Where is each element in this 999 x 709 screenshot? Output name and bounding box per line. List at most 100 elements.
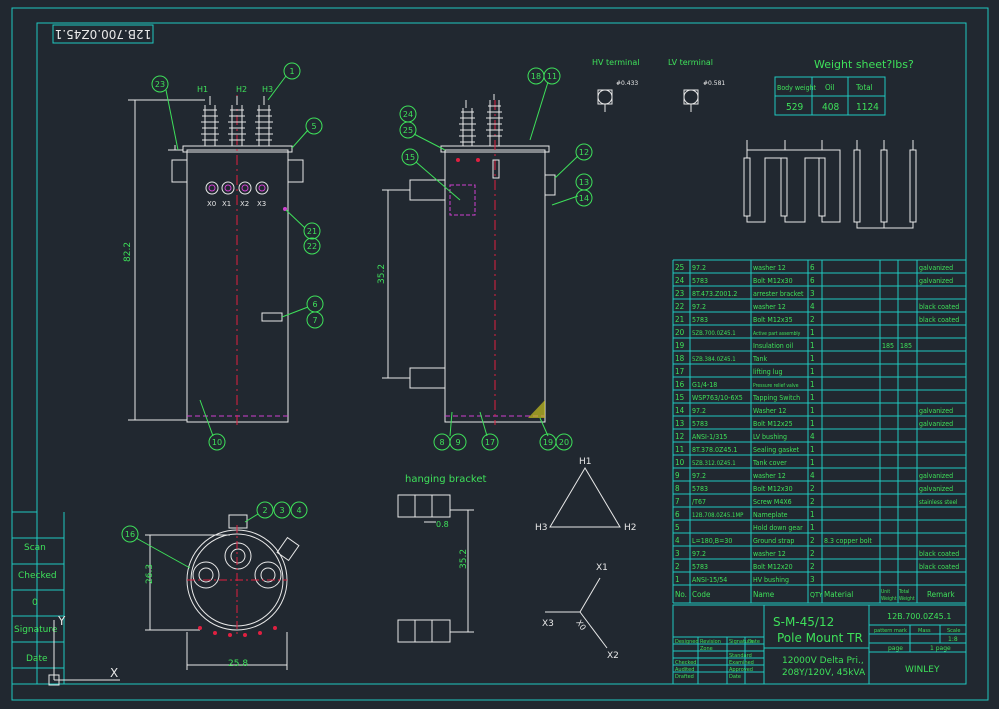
bom-cell-r13-c3: 1 <box>810 419 815 428</box>
lv-terminal-sub: #0.581 <box>703 80 725 87</box>
bom-header-0: No. <box>675 590 687 599</box>
bom-cell-r21-c0: 21 <box>675 315 684 324</box>
bom-cell-r13-c0: 13 <box>675 419 684 428</box>
bom-cell-r15-c3: 1 <box>810 393 815 402</box>
side-view: 35.2 <box>377 94 556 425</box>
bom-cell-r5-c3: 1 <box>810 523 815 532</box>
sign-checked: Checked <box>675 660 696 666</box>
bom-cell-r9-c1: 97.2 <box>692 472 706 480</box>
bom-cell-r19-c0: 19 <box>675 341 685 350</box>
weight-total: 1124 <box>856 102 879 113</box>
title-pages: 1 page <box>930 645 951 652</box>
bom-cell-r3-c2: washer 12 <box>753 550 786 558</box>
bom-cell-r13-c7: galvanized <box>919 420 953 428</box>
bom-cell-r23-c1: 8T.473.Z001.2 <box>692 290 737 298</box>
bom-cell-r13-c2: Bolt M12x25 <box>753 420 793 428</box>
bom-cell-r4-c2: Ground strap <box>753 537 794 545</box>
bom-cell-r1-c2: HV bushing <box>753 576 789 584</box>
balloon-16: 16 <box>125 530 135 539</box>
sign-col-revision: Revision <box>700 639 721 645</box>
weight-hdr-body: Body weight <box>777 84 817 92</box>
weight-hdr-oil: Oil <box>825 83 835 92</box>
sign-col-zone: Zone <box>700 646 713 652</box>
balloon-20: 20 <box>559 438 569 447</box>
bom-cell-r21-c7: black coated <box>919 316 959 324</box>
bom-cell-r16-c0: 16 <box>675 380 685 389</box>
bom-cell-r13-c1: 5783 <box>692 420 708 428</box>
bom-cell-r19-c5: 185 <box>882 342 894 350</box>
hanging-bracket-label: hanging bracket <box>405 474 486 485</box>
bom-cell-r15-c2: Tapping Switch <box>752 394 800 402</box>
top-dim-width: 25.8 <box>228 659 248 669</box>
delta-h2: H2 <box>624 523 637 533</box>
bom-cell-r9-c2: washer 12 <box>753 472 786 480</box>
bom-cell-r23-c3: 3 <box>810 289 815 298</box>
bom-grid <box>672 259 967 604</box>
lv-x1: X1 <box>222 200 231 208</box>
bom-cell-r6-c0: 6 <box>675 510 680 519</box>
svg-text:Y: Y <box>57 614 66 628</box>
title-scale-label: Scale <box>947 628 960 634</box>
drawing-number-box: 12B.700.0Z45.1 <box>52 24 154 44</box>
bom-cell-r17-c2: lifting lug <box>753 368 783 376</box>
balloon-10: 10 <box>212 438 222 447</box>
bom-cell-r3-c3: 2 <box>810 549 815 558</box>
lv-x3: X3 <box>257 200 266 208</box>
bom-cell-r12-c3: 4 <box>810 432 815 441</box>
hanging-bracket <box>397 494 474 643</box>
bom-cell-r20-c3: 1 <box>810 328 815 337</box>
bom-cell-r14-c1: 97.2 <box>692 407 706 415</box>
bom-cell-r22-c0: 22 <box>675 302 684 311</box>
bom-cell-r4-c1: L=180,B=30 <box>692 537 732 545</box>
title-company: WINLEY <box>905 665 940 675</box>
bom-cell-r22-c2: washer 12 <box>753 303 786 311</box>
bom-cell-r7-c3: 2 <box>810 497 815 506</box>
front-height-dim: 82.2 <box>123 242 133 262</box>
delta-symbol <box>549 467 621 528</box>
wye-symbol <box>545 577 608 649</box>
balloon-15: 15 <box>405 153 415 162</box>
balloon-23: 23 <box>155 80 165 89</box>
winding-schematic <box>743 140 917 229</box>
bushing-h1: H1 <box>197 85 208 94</box>
bom-cell-r15-c1: WSP763/10-6X5 <box>692 394 743 402</box>
title-spec2: 208Y/120V, 45kVA <box>782 668 866 678</box>
bom-header-6-1: Weight <box>899 596 915 602</box>
wye-x1: X1 <box>596 563 608 573</box>
wye-x2: X2 <box>607 651 619 661</box>
wye-x3: X3 <box>542 619 554 629</box>
svg-text:X: X <box>110 666 118 680</box>
bom-cell-r9-c7: galvanized <box>919 472 953 480</box>
signature-label: Signature <box>14 625 58 635</box>
bom-cell-r9-c3: 4 <box>810 471 815 480</box>
bom-cell-r7-c1: /T67 <box>692 498 706 506</box>
balloon-12: 12 <box>579 148 589 157</box>
bom-cell-r17-c3: 1 <box>810 367 815 376</box>
title-code: 12B.700.0Z45.1 <box>887 612 951 621</box>
balloon-21: 21 <box>307 227 317 236</box>
bom-cell-r12-c2: LV bushing <box>753 433 787 441</box>
side-balloons <box>399 67 593 451</box>
bom-header-3: QTY <box>810 591 823 599</box>
bushing-h2: H2 <box>236 85 247 94</box>
bom-cell-r19-c3: 1 <box>810 341 815 350</box>
bom-cell-r25-c7: galvanized <box>919 264 953 272</box>
bom-cell-r22-c1: 97.2 <box>692 303 706 311</box>
bom-cell-r20-c1: 5ZB.700.0Z45.1 <box>692 330 736 337</box>
sign-approved: Approved <box>729 667 753 673</box>
bom-cell-r25-c2: washer 12 <box>753 264 786 272</box>
bom-cell-r25-c3: 6 <box>810 263 815 272</box>
side-dim: 35.2 <box>377 264 387 284</box>
balloon-9: 9 <box>455 438 460 447</box>
bom-cell-r1-c3: 3 <box>810 575 815 584</box>
bom-cell-r8-c7: galvanized <box>919 485 953 493</box>
bom-cell-r7-c7: stainless steel <box>919 499 957 506</box>
bom-cell-r18-c1: 5ZB.384.0Z45.1 <box>692 356 736 363</box>
bom-cell-r10-c2: Tank cover <box>752 459 787 467</box>
checked-label: Checked <box>18 571 57 581</box>
bom-cell-r4-c0: 4 <box>675 536 680 545</box>
bom-cell-r21-c2: Bolt M12x35 <box>753 316 793 324</box>
lv-x0: X0 <box>207 200 216 208</box>
